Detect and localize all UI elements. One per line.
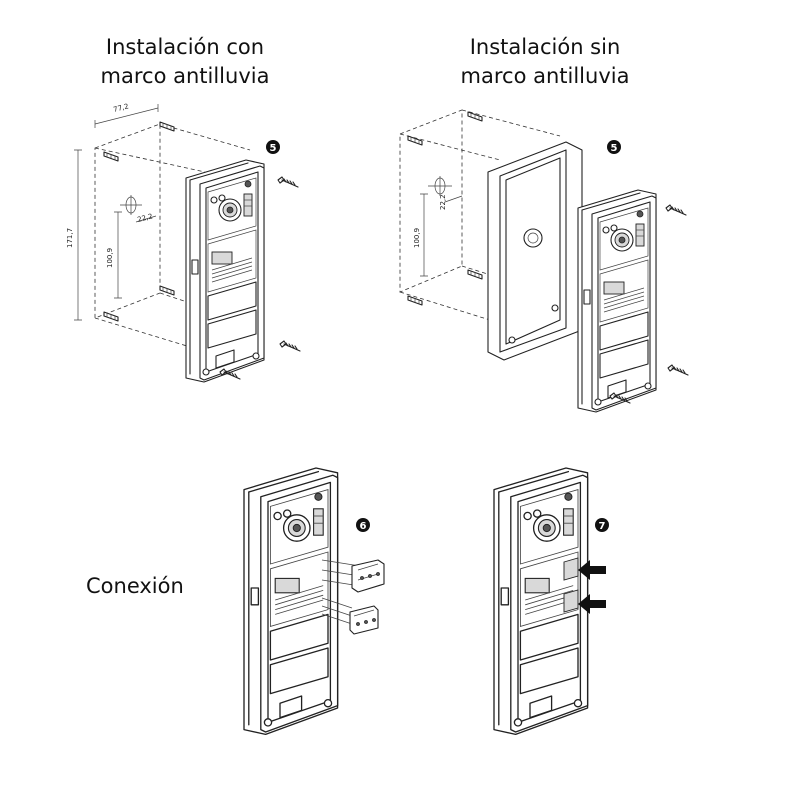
step-number-6: 6	[360, 521, 367, 532]
diagram-connection-insert	[493, 467, 606, 736]
wall-plug	[467, 269, 483, 280]
door-station-panel	[577, 189, 657, 413]
title-without-rain-frame: Instalación sin marco antilluvia	[430, 33, 660, 91]
screw	[277, 176, 299, 188]
dim-hole-offset: 22,2	[137, 212, 154, 224]
step-number-5-left: 5	[270, 143, 277, 154]
dim-hole-spacing-right: 100,9	[413, 228, 421, 248]
title-without-rain-frame-line2: marco antilluvia	[460, 64, 630, 88]
step-number-5-right: 5	[611, 143, 618, 154]
title-connection: Conexión	[86, 574, 184, 598]
title-with-rain-frame: Instalación con marco antilluvia	[70, 33, 300, 91]
terminal-connector-bottom	[321, 597, 379, 635]
title-with-rain-frame-line2: marco antilluvia	[100, 64, 270, 88]
wall-plug	[103, 151, 119, 162]
rain-frame	[487, 141, 583, 361]
wall-plug	[467, 111, 483, 122]
insert-arrow-bottom-icon	[578, 594, 606, 614]
screw	[279, 340, 301, 352]
wall-plug	[103, 311, 119, 322]
door-station-panel	[185, 159, 265, 383]
step-number-7: 7	[599, 521, 606, 532]
screw	[667, 364, 689, 376]
step-badge-5-left	[266, 140, 280, 154]
diagram-without-rain-frame: 100,9 22,2	[399, 109, 689, 413]
screw	[665, 204, 687, 216]
diagram-connection-terminals	[243, 467, 385, 736]
wall-plug	[407, 295, 423, 306]
dim-hole-offset-right: 22,2	[439, 194, 447, 210]
dim-width: 77,2	[113, 102, 130, 114]
terminal-connector-top	[321, 559, 385, 593]
title-with-rain-frame-line1: Instalación con	[105, 35, 265, 59]
step-badge-5-right	[607, 140, 621, 154]
step-badge-6	[356, 518, 370, 532]
wall-plug	[407, 135, 423, 146]
title-without-rain-frame-line1: Instalación sin	[469, 35, 621, 59]
door-station-panel	[243, 467, 339, 736]
insert-arrow-top-icon	[578, 560, 606, 580]
dim-hole-spacing: 100,9	[106, 248, 114, 268]
dim-overall-height: 171,7	[66, 228, 74, 248]
step-badge-7	[595, 518, 609, 532]
wall-plug	[159, 121, 175, 132]
diagram-with-rain-frame: 77,2 171,7 100,9 22,2	[66, 102, 301, 383]
